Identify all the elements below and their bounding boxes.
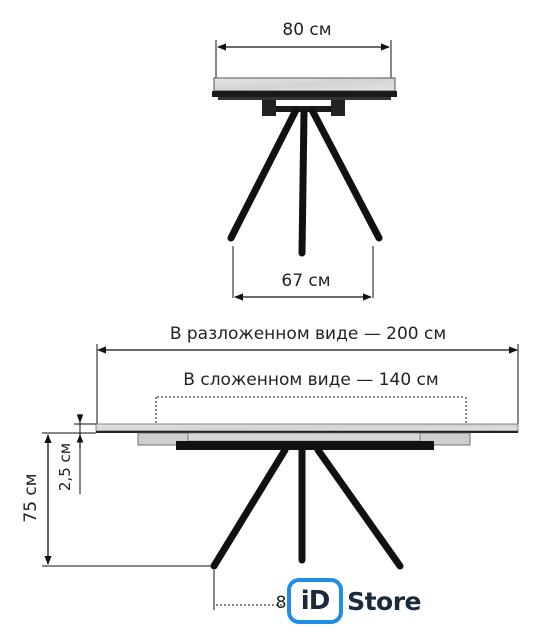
logo-badge: iD <box>287 578 344 624</box>
top-width-label: 80 см <box>282 20 331 40</box>
leg <box>298 108 308 257</box>
bottom-partial-label: 8 <box>276 593 287 613</box>
tabletop-side <box>213 77 396 92</box>
top-thickness-label: 2,5 см <box>56 443 74 491</box>
support-bracket <box>262 100 276 116</box>
idstore-logo: iD Store <box>287 572 421 630</box>
tabletop-edge <box>212 91 397 97</box>
folded-length-label: В сложенном виде — 140 см <box>183 370 438 390</box>
logo-wordmark: Store <box>347 586 421 616</box>
extended-length-label: В разложенном виде — 200 см <box>170 324 446 344</box>
tabletop-front <box>95 423 519 432</box>
side-view-table: 80 см 67 см <box>212 20 397 301</box>
table-height-label: 75 см <box>21 473 41 522</box>
leg <box>210 446 289 570</box>
underframe <box>187 432 421 442</box>
tabletop-edge <box>96 431 518 433</box>
leg <box>227 106 300 242</box>
leg-spread-label: 67 см <box>281 271 330 291</box>
leg <box>314 446 404 570</box>
front-view-table: В разложенном виде — 200 см В сложенном … <box>21 324 519 613</box>
frame-bar <box>176 441 434 450</box>
leg <box>308 106 383 242</box>
tabletop-underframe <box>218 97 391 100</box>
support-bracket <box>331 100 345 116</box>
